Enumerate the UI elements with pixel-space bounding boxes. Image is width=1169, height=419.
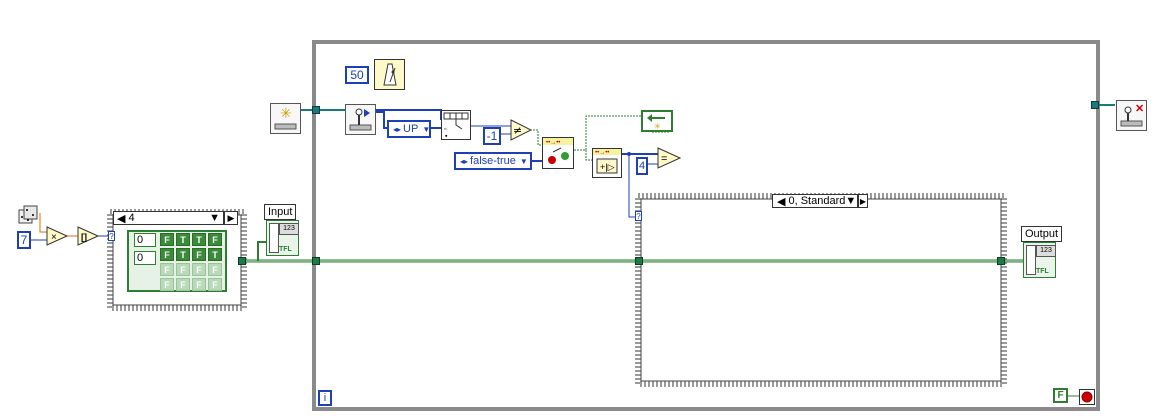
row-index[interactable]: 0 xyxy=(134,233,156,247)
case-selector-random[interactable]: ◀ 4 ▼ xyxy=(113,211,224,225)
case-selector-terminal: ? xyxy=(108,231,115,241)
wait-ms-constant[interactable]: 50 xyxy=(345,66,369,84)
acquire-input-icon[interactable] xyxy=(345,104,376,135)
right-arrow-icon[interactable]: ▶ xyxy=(224,211,238,225)
array-cell[interactable]: F xyxy=(160,263,174,276)
svg-text:[]: [] xyxy=(81,232,87,242)
not-equal-node[interactable]: ≠ xyxy=(510,119,533,141)
svg-text:=: = xyxy=(661,153,667,165)
dropdown-arrow-icon: ▼ xyxy=(422,124,431,134)
svg-text:▪: ▪ xyxy=(445,133,448,139)
array-cell[interactable]: F xyxy=(160,278,174,291)
false-constant[interactable]: F xyxy=(1053,388,1068,403)
array-cell[interactable]: F xyxy=(192,278,206,291)
right-arrow-icon[interactable]: ▶ xyxy=(858,194,868,208)
input-indicator[interactable]: 123 TFL xyxy=(266,220,299,256)
case-selector-label: 0, Standard xyxy=(788,195,846,207)
array-tunnel-case-out xyxy=(238,257,246,265)
up-ring-label: UP xyxy=(403,123,419,135)
array-tunnel-loop-in xyxy=(312,257,320,265)
array-cell[interactable]: T xyxy=(176,233,190,246)
array-tunnel-case-in xyxy=(635,257,643,265)
array-index-icon xyxy=(269,223,279,253)
array-cell[interactable]: F xyxy=(176,278,190,291)
dropdown-arrow-icon: ▼ xyxy=(519,156,528,166)
array-cell[interactable]: F xyxy=(208,233,222,246)
reference-tunnel-out xyxy=(1091,101,1099,109)
array-tunnel-case-out-2 xyxy=(997,257,1005,265)
edge-detect-node[interactable]: ••→•• +|▷ xyxy=(592,148,622,178)
svg-text:✳: ✳ xyxy=(654,122,661,130)
array-cell[interactable]: F xyxy=(176,263,190,276)
left-arrow-icon[interactable]: ◀ xyxy=(117,212,126,225)
svg-text:✳: ✳ xyxy=(280,106,292,122)
left-arrow-icon[interactable]: ◀ xyxy=(777,195,786,208)
numeric-type-badge: 123 xyxy=(1036,245,1056,257)
ring-arrows-icon: ◂▸ xyxy=(393,124,402,134)
array-index-icon xyxy=(1026,245,1036,275)
false-true-ring-label: false-true xyxy=(470,155,516,167)
multiplier-constant[interactable]: 7 xyxy=(17,231,31,249)
index-array-node[interactable]: ▫▪ xyxy=(441,110,471,140)
array-cell[interactable]: F xyxy=(192,263,206,276)
array-cell[interactable]: F xyxy=(208,263,222,276)
output-indicator[interactable]: 123 TFL xyxy=(1023,242,1056,278)
up-ring-constant[interactable]: ◂▸ UP ▼ xyxy=(387,120,431,138)
false-true-ring-constant[interactable]: ◂▸ false-true ▼ xyxy=(454,152,532,170)
metronome-wait-icon[interactable] xyxy=(374,59,405,90)
svg-text:≠: ≠ xyxy=(513,124,522,137)
random-number-icon[interactable] xyxy=(18,205,38,225)
svg-text:×: × xyxy=(51,232,57,243)
svg-text:+|▷: +|▷ xyxy=(600,162,615,172)
array-cell[interactable]: T xyxy=(192,233,206,246)
stop-condition-icon[interactable] xyxy=(1079,389,1095,405)
neg-one-constant[interactable]: -1 xyxy=(483,127,501,145)
array-cell[interactable]: F xyxy=(160,248,174,261)
close-input-icon[interactable]: ✕ xyxy=(1116,100,1147,131)
array-cell[interactable]: F xyxy=(192,248,206,261)
output-label: Output xyxy=(1021,226,1063,242)
svg-text:✕: ✕ xyxy=(1135,103,1144,115)
array-cell[interactable]: F xyxy=(208,278,222,291)
array-cell[interactable]: T xyxy=(208,248,222,261)
case-selector-standard[interactable]: ◀ 0, Standard ▼ xyxy=(772,194,858,208)
tfl-badge: TFL xyxy=(279,246,292,253)
equal-node[interactable]: = xyxy=(657,147,682,169)
inner-case-frame xyxy=(635,193,1007,387)
ring-arrows-icon: ◂▸ xyxy=(460,156,469,166)
array-cell[interactable]: F xyxy=(160,233,174,246)
dropdown-arrow-icon[interactable]: ▼ xyxy=(209,212,220,224)
dropdown-arrow-icon[interactable]: ▼ xyxy=(845,195,857,207)
svg-text:▫: ▫ xyxy=(444,126,446,133)
four-constant[interactable]: 4 xyxy=(636,157,648,175)
array-cell[interactable]: T xyxy=(176,248,190,261)
iteration-terminal: i xyxy=(318,390,332,406)
svg-text:••→••: ••→•• xyxy=(595,150,609,156)
tfl-badge: TFL xyxy=(1036,268,1049,275)
reference-tunnel-in xyxy=(312,106,320,114)
multiply-node[interactable]: × xyxy=(46,226,69,246)
input-label: Input xyxy=(264,204,297,220)
feedback-node[interactable]: ✳ xyxy=(641,110,673,132)
svg-text:••→••: ••→•• xyxy=(546,140,560,146)
round-node[interactable]: [] xyxy=(77,226,100,246)
initialize-keyboard-icon[interactable]: ✳ xyxy=(270,103,301,134)
numeric-type-badge: 123 xyxy=(279,223,299,235)
case-value: 4 xyxy=(128,212,135,224)
boolean-converter-node[interactable]: ••→•• xyxy=(542,137,574,169)
column-index[interactable]: 0 xyxy=(134,251,156,265)
while-loop-frame xyxy=(312,40,1100,411)
case-selector-terminal: ? xyxy=(635,211,642,221)
